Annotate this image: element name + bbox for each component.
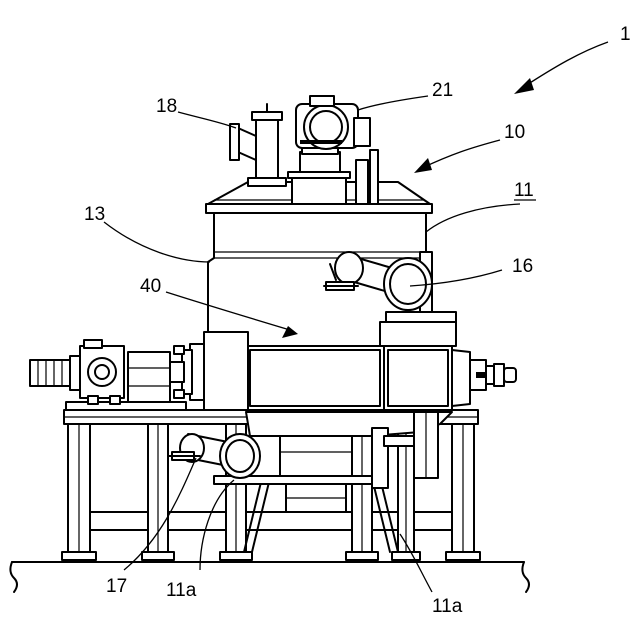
label-18: 18 (156, 96, 177, 117)
lower-duct (168, 434, 260, 478)
label-16: 16 (512, 256, 533, 277)
label-13: 13 (84, 204, 105, 225)
label-21: 21 (432, 80, 453, 101)
label-17: 17 (106, 576, 127, 597)
label-1: 1 (620, 24, 631, 45)
label-11a-right: 11a (432, 596, 463, 617)
label-10: 10 (504, 122, 525, 143)
left-drive (30, 340, 186, 410)
inlet-pipe (230, 104, 286, 186)
ground-line (10, 562, 529, 592)
label-11a-left: 11a (166, 580, 197, 601)
label-40: 40 (140, 276, 161, 297)
label-11: 11 (514, 180, 534, 201)
